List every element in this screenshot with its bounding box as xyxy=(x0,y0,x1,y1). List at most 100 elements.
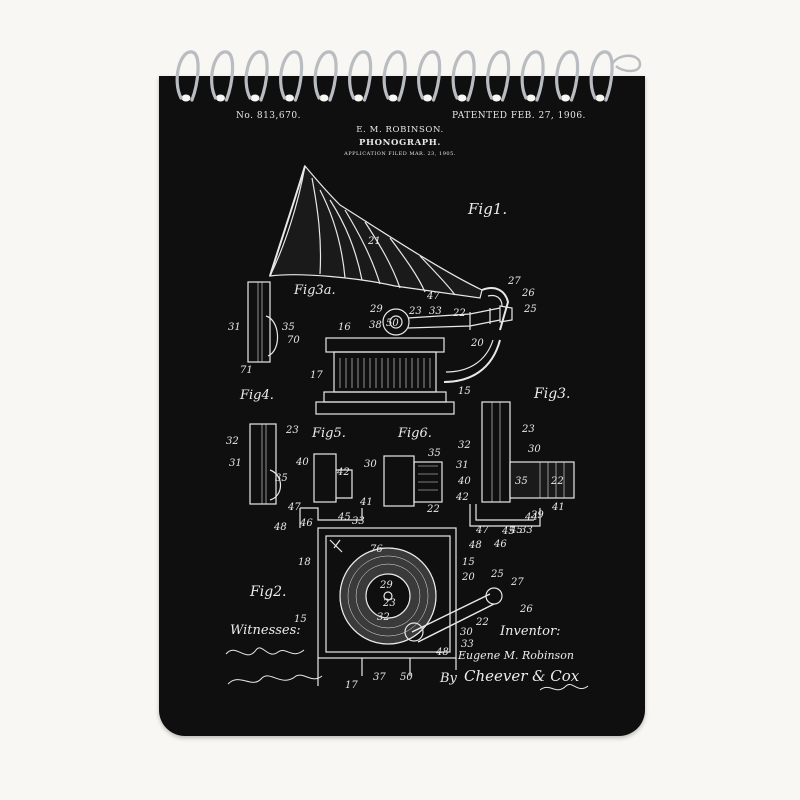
reference-numeral: 47 xyxy=(426,291,440,302)
reference-numeral: 35 xyxy=(515,476,528,487)
fig-6-drawing xyxy=(383,455,443,507)
reference-numeral: 33 xyxy=(461,639,474,650)
reference-numeral: 32 xyxy=(377,612,390,623)
reference-numeral: 27 xyxy=(507,276,521,287)
binding-hole xyxy=(595,94,605,102)
reference-numeral: 22 xyxy=(452,308,466,319)
tone-arm-drawing xyxy=(382,305,513,336)
spiral-ring xyxy=(313,50,338,102)
spiral-ring xyxy=(348,50,373,102)
reference-numeral: 22 xyxy=(475,617,489,628)
reference-numeral: 23 xyxy=(408,306,422,317)
inventor-heading: E. M. ROBINSON. xyxy=(356,125,444,135)
reference-numeral: 45 xyxy=(501,526,515,537)
reference-numeral: 31 xyxy=(456,460,469,471)
spiral-ring xyxy=(175,50,200,102)
fig-3-drawing xyxy=(469,401,575,527)
spiral-ring xyxy=(520,50,545,102)
binding-hole xyxy=(285,94,294,102)
binding-hole xyxy=(492,94,501,102)
reference-numeral: 37 xyxy=(373,672,386,683)
reference-numeral: 21 xyxy=(367,236,381,247)
spiral-ring xyxy=(451,50,476,102)
reference-numeral: 47 xyxy=(475,525,489,536)
invention-title: PHONOGRAPH. xyxy=(359,138,441,148)
fig6-label: Fig6. xyxy=(398,426,432,441)
attorney-signature: Cheever & Cox xyxy=(464,667,580,685)
reference-numeral: 41 xyxy=(551,502,565,513)
reference-numeral: 44 xyxy=(524,512,538,523)
reference-numeral: 25 xyxy=(490,569,504,580)
reference-numeral: 45 xyxy=(509,525,523,536)
reference-numeral: 40 xyxy=(295,457,309,468)
reference-numeral: 33 xyxy=(352,516,365,527)
application-filed-line: APPLICATION FILED MAR. 23, 1905. xyxy=(344,151,456,157)
reference-numeral: 17 xyxy=(345,680,358,691)
patent-number: No. 813,670. xyxy=(236,111,301,121)
reference-numeral: 48 xyxy=(435,647,449,658)
binding-hole xyxy=(354,94,363,102)
spiral-ring xyxy=(589,50,614,102)
reference-numeral: 29 xyxy=(369,304,383,315)
reference-numeral: 38 xyxy=(369,320,382,331)
reference-numeral: 30 xyxy=(528,444,541,455)
reference-numeral: 46 xyxy=(493,539,507,550)
reference-numeral: 35 xyxy=(275,473,288,484)
reference-numeral: 35 xyxy=(282,322,295,333)
reference-numeral: 15 xyxy=(294,614,307,625)
reference-numeral: 70 xyxy=(287,335,300,346)
fig-2-turntable-drawing xyxy=(317,527,503,686)
inventor-signature: Eugene M. Robinson xyxy=(458,649,574,662)
reference-numeral: 48 xyxy=(468,540,482,551)
reference-numeral: 27 xyxy=(510,577,524,588)
binding-hole xyxy=(423,94,432,102)
reference-numeral: 48 xyxy=(273,522,287,533)
spiral-ring xyxy=(486,50,511,102)
fig1-label: Fig1. xyxy=(468,200,508,218)
reference-numeral: 71 xyxy=(240,365,253,376)
reference-numeral: 32 xyxy=(458,440,471,451)
reference-numeral: 47 xyxy=(287,502,301,513)
reference-numeral: 22 xyxy=(426,504,440,515)
patent-date: PATENTED FEB. 27, 1906. xyxy=(452,111,586,121)
spiral-ring xyxy=(210,50,235,102)
reference-numeral: 18 xyxy=(298,557,311,568)
spiral-ring xyxy=(382,50,407,102)
reference-numeral: 23 xyxy=(285,425,299,436)
horn-drawing xyxy=(268,164,510,331)
reference-numeral: 15 xyxy=(458,386,471,397)
reference-numeral: 25 xyxy=(523,304,537,315)
reference-numeral: 22 xyxy=(550,476,564,487)
reference-numeral: 41 xyxy=(359,497,373,508)
reference-numeral: 33 xyxy=(429,306,442,317)
reference-numeral: 35 xyxy=(428,448,441,459)
cabinet-drawing xyxy=(315,337,501,415)
fig3a-label: Fig3a. xyxy=(294,283,336,298)
fig2-label: Fig2. xyxy=(250,584,287,600)
reference-numeral: 30 xyxy=(460,627,473,638)
fig4-label: Fig4. xyxy=(240,388,274,403)
reference-numeral: 39 xyxy=(531,510,544,521)
reference-numeral: 45 xyxy=(337,512,351,523)
witnesses-label: Witnesses: xyxy=(230,623,301,638)
reference-numeral: 26 xyxy=(521,288,535,299)
spiral-ring xyxy=(244,50,269,102)
reference-numeral: 33 xyxy=(520,525,533,536)
reference-numeral: 31 xyxy=(228,322,241,333)
reference-numeral: 17 xyxy=(310,370,323,381)
binding-hole xyxy=(181,94,191,102)
reference-numeral: 20 xyxy=(461,572,475,583)
reference-numeral: 30 xyxy=(364,459,377,470)
spiral-end-hook xyxy=(610,54,642,73)
spiral-ring xyxy=(417,50,442,102)
reference-numeral: 23 xyxy=(521,424,535,435)
reference-numeral: 32 xyxy=(226,436,239,447)
binding-hole xyxy=(319,94,329,102)
binding-hole xyxy=(250,94,260,102)
reference-numeral: 42 xyxy=(336,467,350,478)
fig-5-drawing xyxy=(299,453,363,528)
reference-numeral: 16 xyxy=(338,322,351,333)
reference-numeral: 46 xyxy=(299,518,313,529)
